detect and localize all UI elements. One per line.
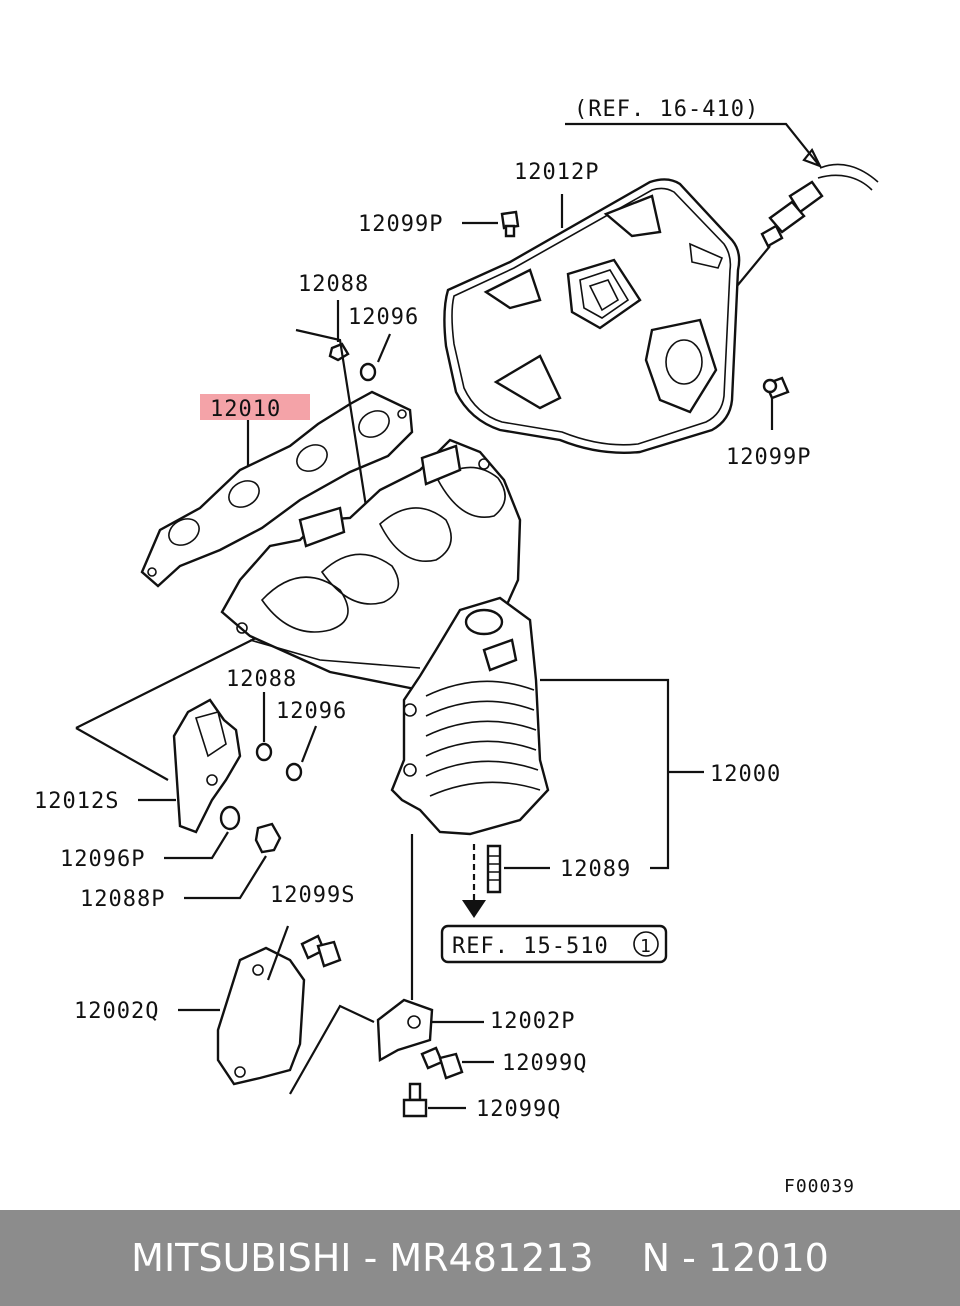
label-12096-top: 12096 bbox=[348, 305, 419, 330]
catalytic-converter bbox=[390, 596, 704, 870]
label-12010: 12010 bbox=[210, 397, 281, 422]
label-12096-mid: 12096 bbox=[276, 699, 347, 724]
gasket-12010 bbox=[140, 390, 414, 588]
figure-code: F00039 bbox=[784, 1176, 855, 1197]
ref-box-bottom bbox=[440, 924, 668, 964]
footer-brand-part: MITSUBISHI - MR481213 bbox=[131, 1236, 594, 1280]
ref-label-top: (REF. 16-410) bbox=[574, 97, 759, 122]
bracket-12002P bbox=[376, 834, 484, 1062]
label-12088P: 12088P bbox=[80, 887, 165, 912]
label-12012S: 12012S bbox=[34, 789, 119, 814]
bolt-12099P-top bbox=[462, 210, 520, 238]
ref-label-bottom-circle: 1 bbox=[640, 936, 652, 957]
label-12099P-top: 12099P bbox=[358, 212, 443, 237]
label-12099Q-b: 12099Q bbox=[476, 1097, 561, 1122]
heat-shield-12012P bbox=[443, 178, 741, 454]
label-12012P: 12012P bbox=[514, 160, 599, 185]
footer-part-code: N - 12010 bbox=[641, 1236, 829, 1280]
label-12096P: 12096P bbox=[60, 847, 145, 872]
label-12099P-right: 12099P bbox=[726, 445, 811, 470]
nut-washer-12096P-12088P bbox=[164, 805, 282, 900]
label-12002P: 12002P bbox=[490, 1009, 575, 1034]
bolt-12099Q-a bbox=[420, 1046, 494, 1080]
footer-bar: MITSUBISHI - MR481213 N - 12010 bbox=[0, 1210, 960, 1306]
bracket-12002Q bbox=[178, 925, 375, 1095]
label-12002Q: 12002Q bbox=[74, 999, 159, 1024]
exhaust-manifold-diagram: (REF. 16-410) 12012P 12099P 12088 12096 … bbox=[34, 97, 879, 1197]
bolt-12099P-right bbox=[762, 376, 790, 430]
label-12099Q-a: 12099Q bbox=[502, 1051, 587, 1076]
highlight-12010 bbox=[200, 394, 310, 420]
stud-12089 bbox=[462, 844, 550, 918]
label-12099S: 12099S bbox=[270, 883, 355, 908]
manifold-12000 bbox=[220, 438, 522, 692]
label-12089: 12089 bbox=[560, 857, 631, 882]
bracket-12012S bbox=[138, 698, 242, 834]
bolt-12099S bbox=[300, 934, 342, 968]
label-12088-top: 12088 bbox=[298, 272, 369, 297]
leader-line-left bbox=[75, 631, 269, 781]
oxygen-sensor bbox=[565, 122, 879, 361]
label-12088-mid: 12088 bbox=[226, 667, 297, 692]
ref-label-bottom: REF. 15-510 bbox=[452, 934, 609, 959]
nut-washer-mid bbox=[255, 692, 318, 782]
bolt-12099Q-b bbox=[402, 1082, 466, 1118]
leader-line-top bbox=[295, 328, 372, 533]
label-12000: 12000 bbox=[710, 762, 781, 787]
